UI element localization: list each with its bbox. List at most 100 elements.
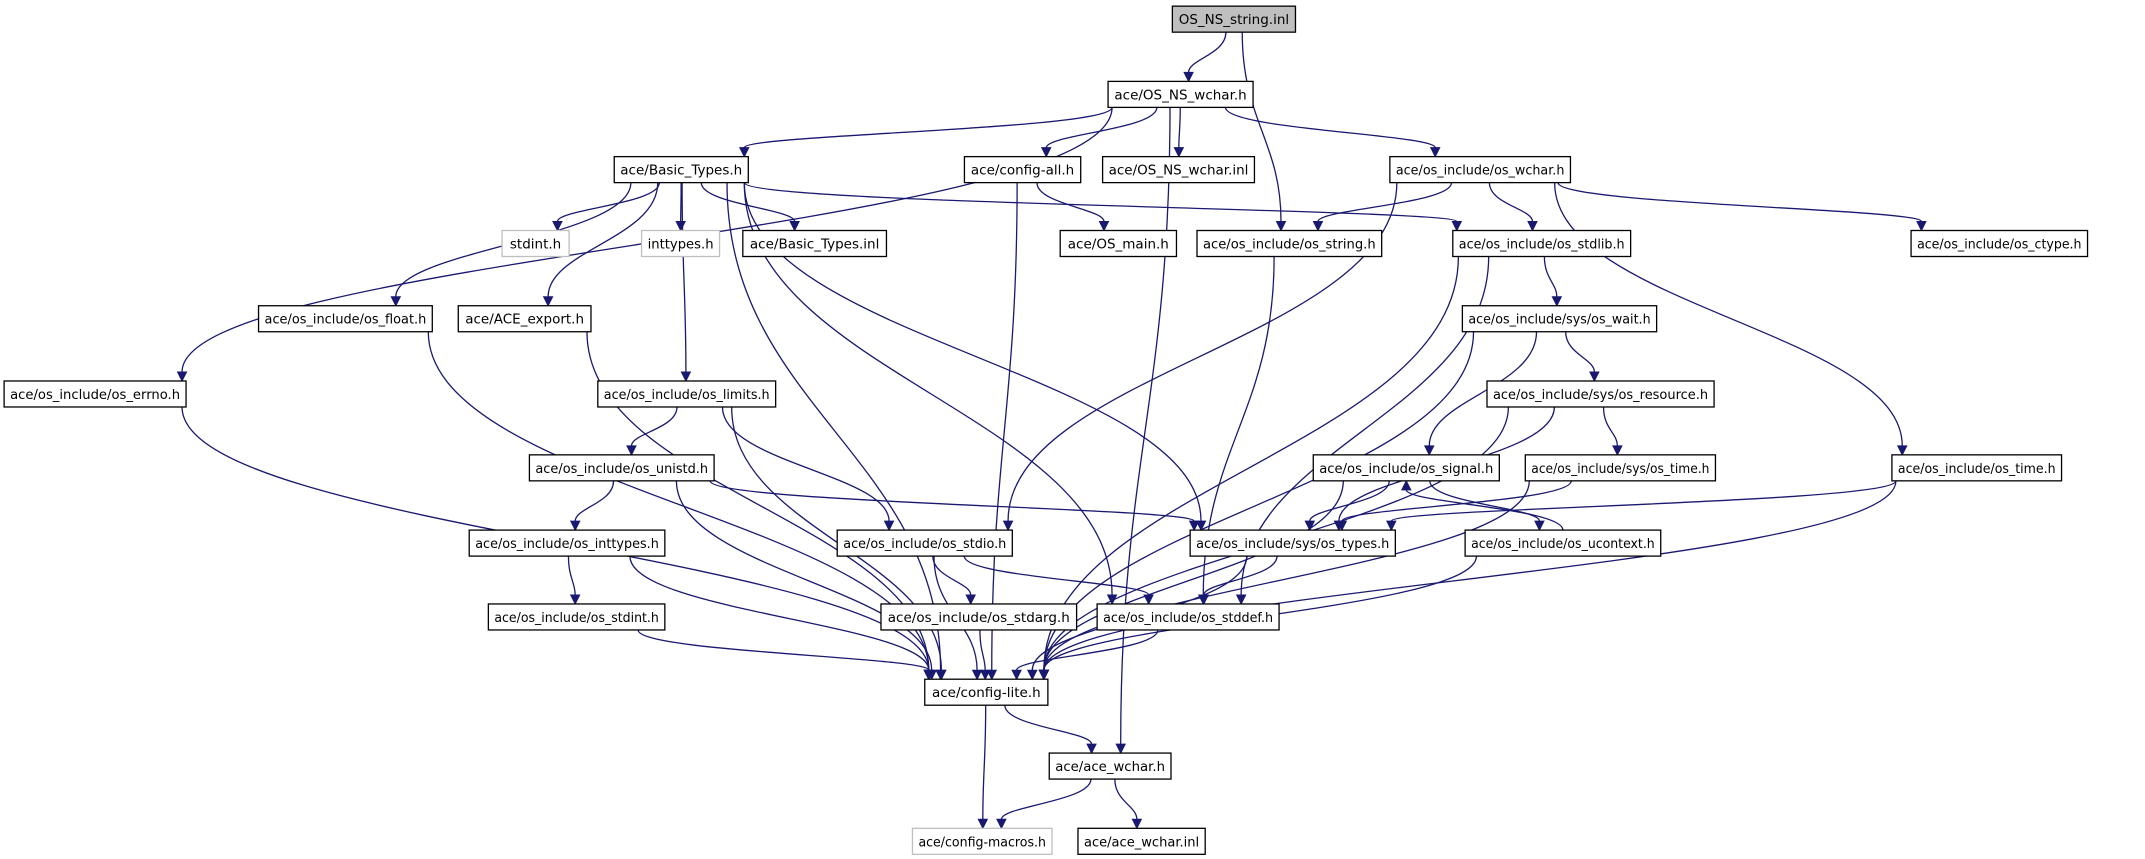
- edge-os_wait_h-to-os_resource_h: [1565, 331, 1596, 373]
- node-config-lite-h[interactable]: ace/config-lite.h: [924, 678, 1049, 706]
- node-ace-wchar-inl[interactable]: ace/ace_wchar.inl: [1077, 827, 1206, 855]
- node-label: ace/os_include/os_stdint.h: [494, 610, 658, 626]
- node-box[interactable]: [1189, 529, 1396, 557]
- edge-os_unistd_h-to-os_inttypes_h: [574, 480, 615, 522]
- node-label: ace/os_include/sys/os_resource.h: [1493, 387, 1708, 403]
- edge-os_time_h-to-os_types_h: [1390, 480, 1897, 522]
- node-os-ns-wchar-inl[interactable]: ace/OS_NS_wchar.inl: [1101, 155, 1256, 184]
- node-box[interactable]: [1389, 155, 1572, 184]
- node-config-macros-h[interactable]: ace/config-macros.h: [911, 827, 1053, 855]
- node-label: ace/Basic_Types.inl: [750, 237, 879, 253]
- node-box[interactable]: [597, 380, 777, 408]
- node-basic-types-inl[interactable]: ace/Basic_Types.inl: [742, 229, 888, 258]
- node-os-stddef-h[interactable]: ace/os_include/os_stddef.h: [1096, 603, 1280, 631]
- edge-os_unistd_h-to-config_lite_h: [675, 480, 933, 671]
- arrowhead-icon: [1026, 669, 1038, 681]
- node-box[interactable]: [501, 229, 570, 258]
- node-os-stdio-h[interactable]: ace/os_include/os_stdio.h: [836, 529, 1013, 557]
- arrowhead-icon: [1038, 669, 1050, 681]
- node-box[interactable]: [487, 603, 666, 631]
- node-os-wait-h[interactable]: ace/os_include/sys/os_wait.h: [1461, 305, 1658, 333]
- node-box[interactable]: [1048, 752, 1172, 780]
- node-box[interactable]: [1059, 229, 1178, 258]
- node-label: inttypes.h: [648, 237, 714, 253]
- arrowhead-icon: [1896, 445, 1908, 456]
- arrowhead-icon: [1589, 371, 1600, 383]
- node-os-unistd-h[interactable]: ace/os_include/os_unistd.h: [528, 454, 715, 482]
- node-box[interactable]: [1077, 827, 1206, 855]
- node-box[interactable]: [528, 454, 715, 482]
- node-box[interactable]: [613, 155, 749, 184]
- node-label: ace/os_include/os_stdlib.h: [1459, 237, 1625, 253]
- node-os-main-h[interactable]: ace/OS_main.h: [1059, 229, 1178, 258]
- node-ace-export-h[interactable]: ace/ACE_export.h: [457, 305, 592, 333]
- node-ace-wchar-h[interactable]: ace/ace_wchar.h: [1048, 752, 1172, 780]
- node-os-inttypes-h[interactable]: ace/os_include/os_inttypes.h: [468, 529, 666, 557]
- node-box[interactable]: [836, 529, 1013, 557]
- edge-os_stdlib_h-to-config_lite_h: [1043, 256, 1460, 671]
- node-box[interactable]: [1486, 380, 1715, 408]
- node-box[interactable]: [1171, 5, 1297, 33]
- node-os-wchar-h[interactable]: ace/os_include/os_wchar.h: [1389, 155, 1572, 184]
- node-box[interactable]: [1452, 229, 1632, 258]
- node-box[interactable]: [457, 305, 592, 333]
- node-box[interactable]: [1464, 529, 1662, 557]
- node-box[interactable]: [1461, 305, 1658, 333]
- node-os-ctype-h[interactable]: ace/os_include/os_ctype.h: [1910, 229, 2089, 258]
- arrowhead-icon: [675, 221, 686, 232]
- node-box[interactable]: [911, 827, 1053, 855]
- edge-basic_types_h-to-ace_export_h: [547, 182, 659, 297]
- node-box[interactable]: [880, 603, 1078, 631]
- node-root[interactable]: OS_NS_string.inl: [1171, 5, 1297, 33]
- arrowhead-icon: [176, 371, 188, 383]
- node-box[interactable]: [1910, 229, 2089, 258]
- node-box[interactable]: [1891, 454, 2063, 482]
- node-box[interactable]: [1312, 454, 1500, 482]
- node-inttypes-h[interactable]: inttypes.h: [640, 229, 721, 258]
- node-os-limits-h[interactable]: ace/os_include/os_limits.h: [597, 380, 777, 408]
- node-os-ns-wchar-h[interactable]: ace/OS_NS_wchar.h: [1107, 80, 1254, 109]
- node-basic-types-h[interactable]: ace/Basic_Types.h: [613, 155, 749, 184]
- node-os-types-h[interactable]: ace/os_include/sys/os_types.h: [1189, 529, 1396, 557]
- node-box[interactable]: [257, 305, 433, 333]
- node-label: stdint.h: [510, 237, 561, 253]
- node-box[interactable]: [1101, 155, 1256, 184]
- node-box[interactable]: [468, 529, 666, 557]
- node-box[interactable]: [1107, 80, 1254, 109]
- node-box[interactable]: [3, 380, 187, 408]
- edges-layer: [176, 32, 1927, 830]
- node-label: ace/os_include/os_stddef.h: [1103, 610, 1273, 626]
- arrowhead-icon: [1527, 221, 1538, 232]
- node-os-stdint-h[interactable]: ace/os_include/os_stdint.h: [487, 603, 666, 631]
- edge-basic_types_h-to-os_stdlib_h: [743, 182, 1458, 223]
- arrowhead-icon: [626, 445, 637, 456]
- node-sys-os-time-h[interactable]: ace/os_include/sys/os_time.h: [1524, 454, 1717, 482]
- node-os-string-h[interactable]: ace/os_include/os_string.h: [1196, 229, 1383, 258]
- node-label: ace/os_include/os_stdio.h: [843, 536, 1006, 552]
- nodes-layer: OS_NS_string.inl ace/OS_NS_wchar.h ace/Bas…: [3, 5, 2089, 855]
- node-box[interactable]: [1196, 229, 1383, 258]
- edge-os_ns_wchar_h-to-os_wchar_h: [1224, 107, 1436, 149]
- node-os-stdarg-h[interactable]: ace/os_include/os_stdarg.h: [880, 603, 1078, 631]
- arrowhead-icon: [1131, 818, 1143, 830]
- node-os-stdlib-h[interactable]: ace/os_include/os_stdlib.h: [1452, 229, 1632, 258]
- arrowhead-icon: [996, 818, 1007, 830]
- node-box[interactable]: [640, 229, 721, 258]
- node-box[interactable]: [924, 678, 1049, 706]
- node-config-all-h[interactable]: ace/config-all.h: [963, 155, 1082, 184]
- node-label: ace/os_include/os_ctype.h: [1917, 237, 2081, 253]
- arrowhead-icon: [1386, 520, 1397, 532]
- node-os-time-h[interactable]: ace/os_include/os_time.h: [1891, 454, 2063, 482]
- node-box[interactable]: [1096, 603, 1280, 631]
- arrowhead-icon: [883, 520, 895, 532]
- node-os-resource-h[interactable]: ace/os_include/sys/os_resource.h: [1486, 380, 1715, 408]
- edge-os_inttypes_h-to-config_lite_h: [629, 556, 930, 671]
- node-os-ucontext-h[interactable]: ace/os_include/os_ucontext.h: [1464, 529, 1662, 557]
- node-box[interactable]: [963, 155, 1082, 184]
- node-box[interactable]: [1524, 454, 1717, 482]
- node-box[interactable]: [742, 229, 888, 258]
- node-os-signal-h[interactable]: ace/os_include/os_signal.h: [1312, 454, 1500, 482]
- node-stdint-h[interactable]: stdint.h: [501, 229, 570, 258]
- node-os-errno-h[interactable]: ace/os_include/os_errno.h: [3, 380, 187, 408]
- node-os-float-h[interactable]: ace/os_include/os_float.h: [257, 305, 433, 333]
